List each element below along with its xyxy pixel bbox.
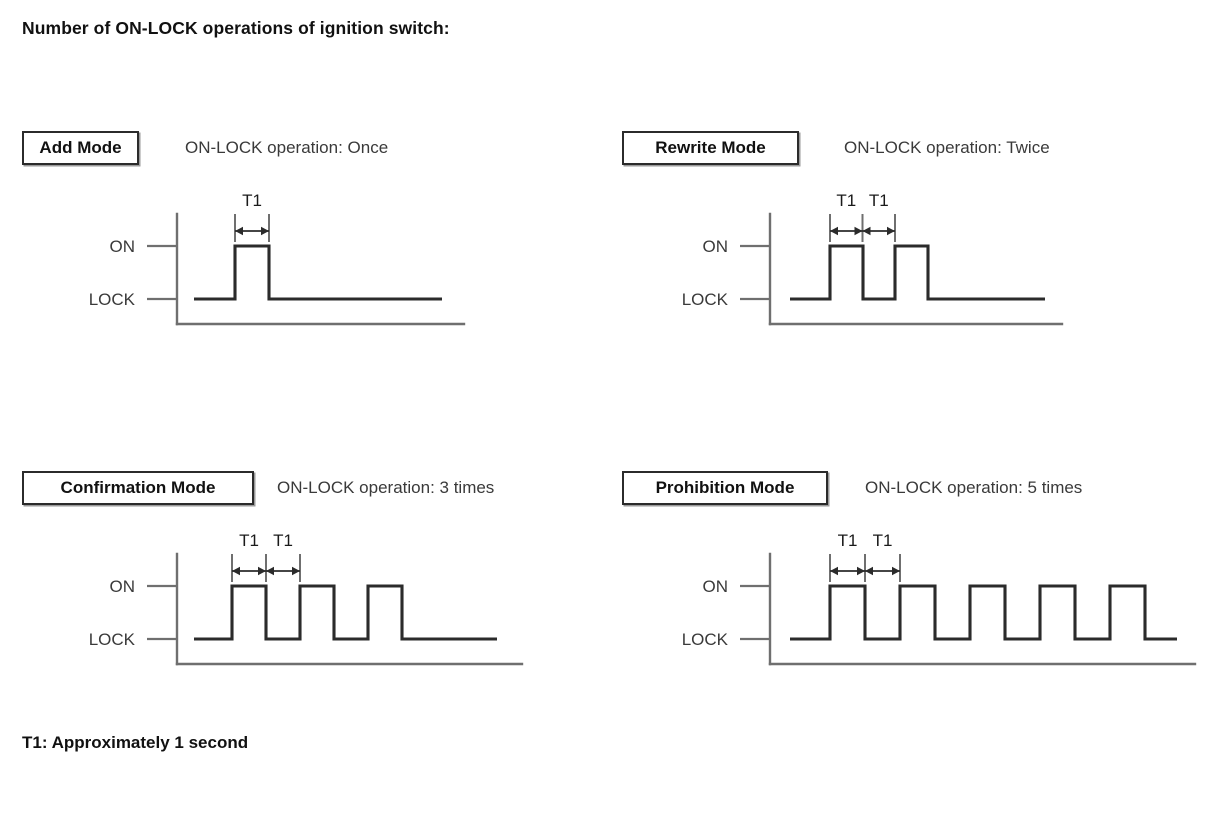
t1-label: T1 [836,191,856,210]
arrow-head-right [261,226,269,236]
arrow-head-left [232,566,240,576]
arrow-head-left [830,566,838,576]
t1-label: T1 [873,531,893,550]
arrow-head-right [857,566,865,576]
t1-label: T1 [838,531,858,550]
arrow-head-right [887,226,895,236]
page-title: Number of ON-LOCK operations of ignition… [22,18,450,38]
operation-count-text: ON-LOCK operation: Once [185,138,389,157]
t1-label: T1 [239,531,259,550]
signal-trace [790,584,1177,641]
arrow-head-left [862,226,871,236]
operation-count-text: ON-LOCK operation: 3 times [277,478,495,497]
waveform-rewrite-mode: ON LOCK T1 T1 [622,191,1082,356]
t1-dimension-group: T1 T1 [231,531,301,582]
panel-header: Add Mode ON-LOCK operation: Once [22,128,388,168]
t1-label: T1 [242,191,262,210]
mode-label-confirmation-mode[interactable]: Confirmation Mode [22,471,254,505]
t1-footnote: T1: Approximately 1 second [22,733,249,752]
axis-label-on: ON [703,237,729,256]
waveform-confirmation-mode: ON LOCK T1 T1 [22,531,542,696]
t1-dimension-group: T1 T1 [829,191,896,242]
axis-label-lock: LOCK [89,290,136,309]
t1-dimension-group: T1 [234,191,270,242]
t1-dimension-group: T1 T1 [829,531,901,582]
mode-label-add-mode[interactable]: Add Mode [22,131,139,165]
axis-label-lock: LOCK [89,630,136,649]
axis-label-on: ON [110,577,136,596]
panel-header: Confirmation Mode ON-LOCK operation: 3 ti… [22,468,494,508]
arrow-head-left [266,566,274,576]
signal-trace [790,244,1045,301]
operation-count-text: ON-LOCK operation: Twice [844,138,1050,157]
mode-label-rewrite-mode[interactable]: Rewrite Mode [622,131,799,165]
signal-trace [194,584,497,641]
panel-header: Rewrite Mode ON-LOCK operation: Twice [622,128,1050,168]
waveform-prohibition-mode: ON LOCK T1 T1 [622,531,1212,696]
operation-count-text: ON-LOCK operation: 5 times [865,478,1083,497]
t1-label: T1 [869,191,889,210]
arrow-head-right [258,566,266,576]
axis-label-on: ON [110,237,136,256]
arrow-head-left [235,226,243,236]
mode-label-prohibition-mode[interactable]: Prohibition Mode [622,471,828,505]
axis-label-on: ON [703,577,729,596]
waveform-add-mode: ON LOCK T1 [22,191,484,356]
arrow-head-right [892,566,900,576]
arrow-head-right [854,226,863,236]
panel-header: Prohibition Mode ON-LOCK operation: 5 tim… [622,468,1082,508]
arrow-head-right [292,566,300,576]
arrow-head-left [865,566,873,576]
arrow-head-left [830,226,838,236]
axis-label-lock: LOCK [682,290,729,309]
signal-trace [194,244,442,301]
axis-label-lock: LOCK [682,630,729,649]
t1-label: T1 [273,531,293,550]
